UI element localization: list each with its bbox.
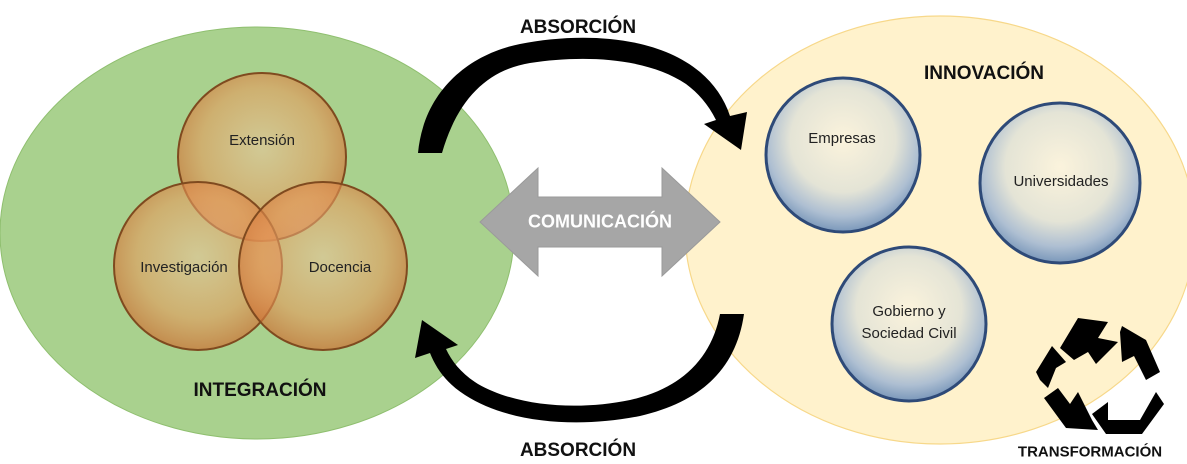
recycle-icon [1036,318,1164,434]
circle-gobierno [830,245,988,403]
transformation-label: TRANSFORMACIÓN [1017,443,1163,461]
venn-group [113,72,408,351]
label-universidades: Universidades [1013,173,1109,190]
venn-circle-teaching [238,181,408,351]
innovation-title: INNOVACIÓN [924,63,1044,84]
absorption-label-bottom: ABSORCIÓN [519,440,637,461]
integration-title: INTEGRACIÓN [193,380,327,401]
circle-universidades [978,101,1142,265]
communication-arrow [479,166,721,278]
label-research: Investigación [140,259,228,276]
absorption-label-top: ABSORCIÓN [519,17,637,38]
label-teaching: Docencia [308,259,372,276]
label-extension: Extensión [229,132,295,149]
label-gobierno: Gobierno y [872,303,946,320]
top-curved-arrow [418,37,747,153]
communication-label: COMUNICACIÓN [528,211,672,232]
label-sociedad-civil: Sociedad Civil [861,325,957,342]
circle-empresas [764,76,922,234]
label-empresas: Empresas [808,130,876,147]
bottom-curved-arrow [415,314,744,423]
